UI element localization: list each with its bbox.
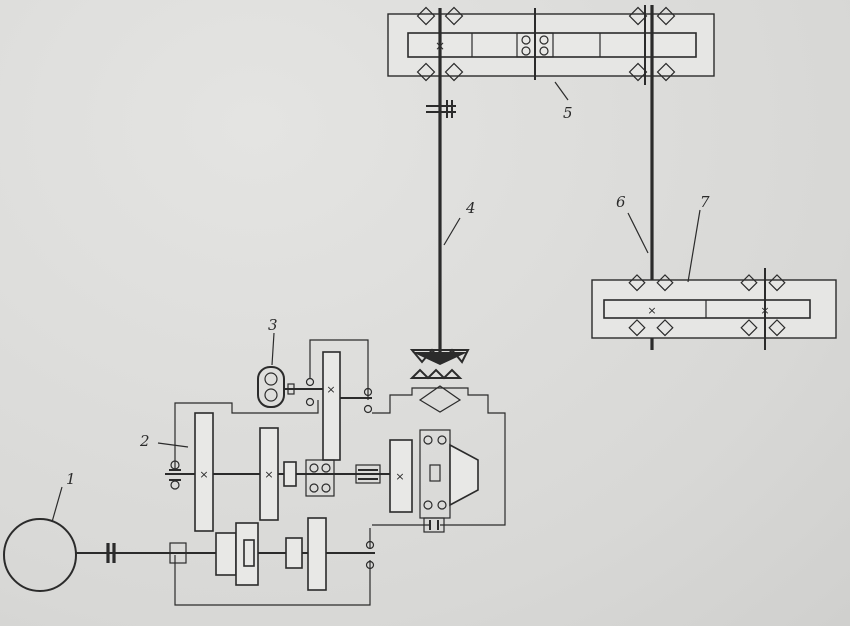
gearbox-housing: [174, 339, 371, 606]
motor: [3, 518, 77, 592]
label-6: 6: [616, 193, 626, 211]
input-coupling: [76, 543, 175, 563]
label-7: 7: [700, 193, 710, 211]
label-2: 2: [139, 432, 150, 450]
label-4: 4: [465, 199, 476, 217]
leader-lines: [51, 209, 701, 523]
svg-text:×: ×: [395, 470, 404, 483]
pump: [257, 366, 300, 408]
input-shaft: [169, 517, 375, 591]
middle-shaft: ×: [300, 351, 373, 461]
intermediate-shaft: × ×: [165, 412, 300, 532]
svg-text:×: ×: [326, 383, 335, 396]
svg-text:×: ×: [264, 468, 273, 481]
vertical-shaft: [409, 95, 470, 365]
svg-text:×: ×: [199, 468, 208, 481]
lower-right-gearbox: × ×: [591, 268, 837, 350]
label-3: 3: [268, 316, 278, 334]
upper-gearbox: ×: [387, 5, 715, 101]
bevel-gearbox: ×: [372, 368, 506, 533]
clutch-block: [300, 459, 395, 497]
label-5: 5: [563, 104, 573, 122]
svg-text:×: ×: [647, 304, 656, 317]
label-1: 1: [66, 470, 76, 488]
